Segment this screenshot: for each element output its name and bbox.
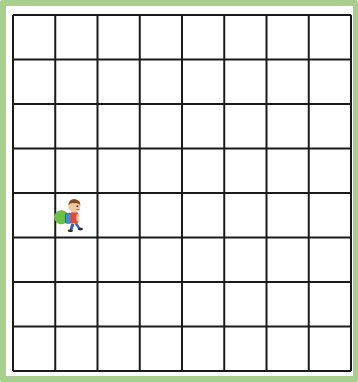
grid-cell[interactable] [309, 60, 351, 105]
grid-cell[interactable] [55, 327, 97, 372]
grid-cell[interactable] [182, 60, 224, 105]
grid-cell[interactable] [98, 104, 140, 149]
grid-cell[interactable] [267, 60, 309, 105]
grid-cell[interactable] [98, 149, 140, 194]
grid-cell[interactable] [140, 327, 182, 372]
grid-cell[interactable] [224, 149, 266, 194]
grid-cell[interactable] [98, 327, 140, 372]
grid-cell[interactable] [267, 238, 309, 283]
grid-cell[interactable] [55, 238, 97, 283]
grid-cell[interactable] [267, 15, 309, 60]
grid-cell[interactable] [224, 104, 266, 149]
grid-cell[interactable] [13, 193, 55, 238]
grid-cell[interactable] [140, 282, 182, 327]
grid-cell[interactable] [309, 149, 351, 194]
grid-cell[interactable] [182, 193, 224, 238]
grid-cell[interactable] [140, 193, 182, 238]
grid-cell[interactable] [55, 104, 97, 149]
grid-cell[interactable] [55, 15, 97, 60]
grid-cell[interactable] [309, 193, 351, 238]
grid-cell[interactable] [98, 193, 140, 238]
grid-cell[interactable] [55, 149, 97, 194]
grid-cell[interactable] [98, 15, 140, 60]
grid-cell[interactable] [309, 104, 351, 149]
grid-cell[interactable] [140, 238, 182, 283]
grid-cell[interactable] [182, 327, 224, 372]
grid-cell[interactable] [224, 193, 266, 238]
grid-cell[interactable] [267, 104, 309, 149]
grid-cell[interactable] [224, 238, 266, 283]
grid-cell[interactable] [224, 15, 266, 60]
grid-cell[interactable] [309, 15, 351, 60]
grid-cell[interactable] [182, 238, 224, 283]
grid-cell[interactable] [13, 238, 55, 283]
grid-cell[interactable] [182, 15, 224, 60]
grid-cell[interactable] [98, 60, 140, 105]
grid-cell[interactable] [309, 238, 351, 283]
grid-cell[interactable] [182, 282, 224, 327]
grid-cell[interactable] [98, 238, 140, 283]
grid-cell[interactable] [267, 149, 309, 194]
grid-cell[interactable] [55, 282, 97, 327]
grid-cell[interactable] [13, 104, 55, 149]
grid-cell[interactable] [224, 282, 266, 327]
grid-cell[interactable] [140, 104, 182, 149]
grid-cell[interactable] [140, 15, 182, 60]
grid-cell[interactable] [182, 104, 224, 149]
grid-cell[interactable] [309, 327, 351, 372]
grid-cell[interactable] [267, 193, 309, 238]
grid-cell[interactable] [140, 60, 182, 105]
grid-cell[interactable] [55, 60, 97, 105]
grid-cell[interactable] [13, 327, 55, 372]
grid-cell[interactable] [13, 282, 55, 327]
grid-cell[interactable] [182, 149, 224, 194]
grid-cell[interactable] [98, 282, 140, 327]
grid-cell[interactable] [224, 327, 266, 372]
grid-cell[interactable] [309, 282, 351, 327]
grid-cell[interactable] [140, 149, 182, 194]
grid-cell[interactable] [13, 15, 55, 60]
grid-cell[interactable] [267, 327, 309, 372]
grid-cell[interactable] [13, 60, 55, 105]
grid-cell[interactable] [13, 149, 55, 194]
grid-cell[interactable] [267, 282, 309, 327]
grid-cell[interactable] [224, 60, 266, 105]
